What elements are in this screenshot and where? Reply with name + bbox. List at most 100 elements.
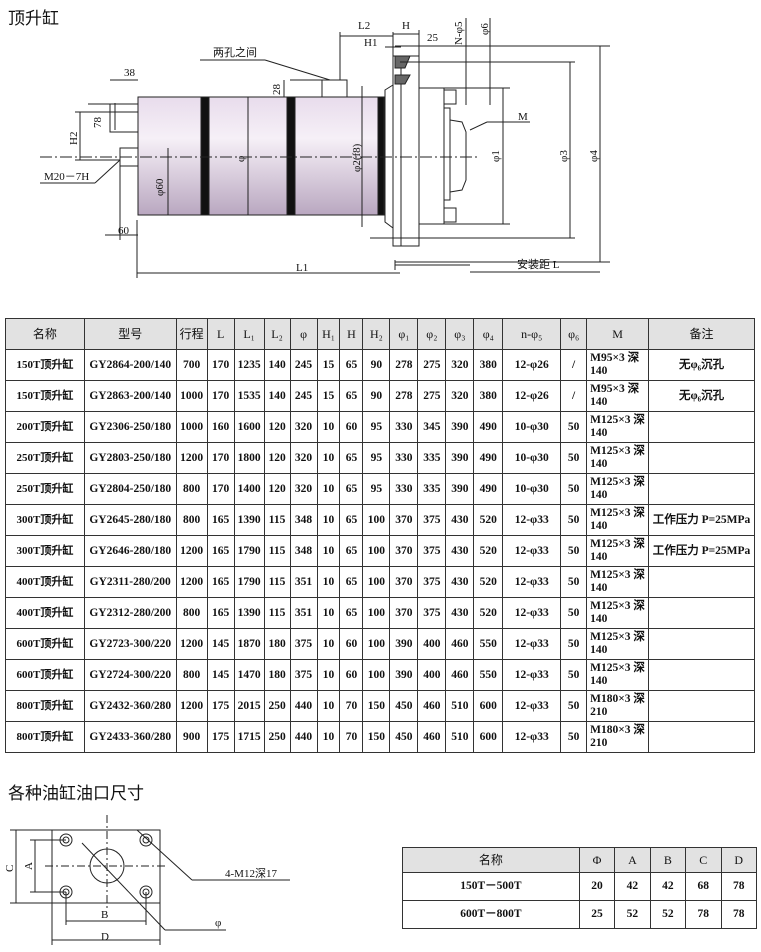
table-cell: 12-φ33 xyxy=(502,504,562,536)
table-cell: 375 xyxy=(289,659,318,691)
table-cell xyxy=(648,721,755,753)
table-cell: 150T－500T xyxy=(402,872,580,901)
table-cell: 1790 xyxy=(233,566,265,598)
table-cell: 50 xyxy=(560,659,588,691)
table-cell: 165 xyxy=(206,597,235,629)
table-cell: M125×3 深140 xyxy=(586,535,650,567)
table-cell: 1535 xyxy=(233,380,265,412)
label-38: 38 xyxy=(124,67,136,79)
table-cell: / xyxy=(560,349,588,381)
table-cell: 800 xyxy=(175,597,208,629)
table-cell: 10 xyxy=(316,690,341,722)
table-cell: 12-φ33 xyxy=(502,535,562,567)
table-cell: 100 xyxy=(362,504,391,536)
table-cell: 800 xyxy=(175,473,208,505)
table-cell: 165 xyxy=(206,504,235,536)
table-cell: 275 xyxy=(417,349,447,381)
table-cell: 100 xyxy=(362,628,391,660)
table-cell: 700 xyxy=(175,349,208,381)
table-cell: 78 xyxy=(685,900,722,929)
column-header: H₁ xyxy=(316,318,341,350)
table-cell: 68 xyxy=(685,872,722,901)
table-cell: 320 xyxy=(445,349,475,381)
label-H1: H1 xyxy=(364,37,377,49)
table-cell: 42 xyxy=(614,872,651,901)
table-cell: 12-φ33 xyxy=(502,690,562,722)
table-cell: 600T顶升缸 xyxy=(5,628,85,660)
table-cell: 320 xyxy=(445,380,475,412)
table-cell: 200T顶升缸 xyxy=(5,411,85,443)
table-cell: 1400 xyxy=(233,473,265,505)
table-cell: 50 xyxy=(560,442,588,474)
table-cell: 78 xyxy=(720,900,758,929)
table-cell: 工作压力 P=25MPa xyxy=(648,535,755,567)
table-cell: 520 xyxy=(473,535,504,567)
table-cell xyxy=(648,597,755,629)
table-cell: GY2645-280/180 xyxy=(83,504,177,536)
table-cell: 1790 xyxy=(233,535,265,567)
table-cell: 50 xyxy=(560,411,588,443)
table-cell: 12-φ33 xyxy=(502,659,562,691)
table-cell: 50 xyxy=(560,628,588,660)
table-cell: 375 xyxy=(417,504,447,536)
table-cell: 600 xyxy=(473,721,504,753)
label-phi: φ xyxy=(235,156,247,162)
table-cell xyxy=(648,690,755,722)
table-cell: 550 xyxy=(473,659,504,691)
table-cell: 345 xyxy=(417,411,447,443)
label-M: M xyxy=(518,111,528,123)
table-cell: 370 xyxy=(389,566,419,598)
table-cell: 1200 xyxy=(175,442,208,474)
table-cell: 300T顶升缸 xyxy=(5,504,85,536)
table-cell: 348 xyxy=(289,535,318,567)
table-cell: 无φ₆沉孔 xyxy=(648,349,755,381)
column-header: 型号 xyxy=(83,318,177,350)
table-cell: 390 xyxy=(445,411,475,443)
table-cell: 1235 xyxy=(233,349,265,381)
table-cell: 12-φ26 xyxy=(502,349,562,381)
label-A: A xyxy=(23,862,35,870)
label-holes: 4-M12深17 xyxy=(225,867,277,880)
table-cell: 520 xyxy=(473,504,504,536)
table-cell: 375 xyxy=(289,628,318,660)
table-cell: 245 xyxy=(289,380,318,412)
table-cell: 250T顶升缸 xyxy=(5,473,85,505)
table-cell: 490 xyxy=(473,411,504,443)
column-header: Φ xyxy=(578,847,616,873)
column-header: n-φ₅ xyxy=(502,318,562,350)
table-cell: GY2433-360/280 xyxy=(83,721,177,753)
table-cell xyxy=(648,411,755,443)
table-cell: 150T顶升缸 xyxy=(5,380,85,412)
table-cell: 430 xyxy=(445,504,475,536)
table-cell: 600T顶升缸 xyxy=(5,659,85,691)
table-cell: GY2724-300/220 xyxy=(83,659,177,691)
table-cell: GY2312-280/200 xyxy=(83,597,177,629)
table-cell: 510 xyxy=(445,721,475,753)
table-cell: 460 xyxy=(417,690,447,722)
table-cell: 15 xyxy=(316,349,341,381)
table-cell: 430 xyxy=(445,597,475,629)
column-header: 备注 xyxy=(648,318,755,350)
label-78: 78 xyxy=(92,117,104,129)
table-cell: 370 xyxy=(389,535,419,567)
table-cell: 175 xyxy=(206,721,235,753)
table-cell: 50 xyxy=(560,473,588,505)
table-cell: 348 xyxy=(289,504,318,536)
table-cell: 1390 xyxy=(233,597,265,629)
table-cell: 10 xyxy=(316,566,341,598)
table-cell: 460 xyxy=(445,628,475,660)
table-cell: 10 xyxy=(316,504,341,536)
table-cell: 375 xyxy=(417,535,447,567)
table-cell: 12-φ26 xyxy=(502,380,562,412)
table-cell: 380 xyxy=(473,380,504,412)
table-cell: 100 xyxy=(362,535,391,567)
column-header: φ₃ xyxy=(445,318,475,350)
table-cell: GY2863-200/140 xyxy=(83,380,177,412)
table-cell: 300T顶升缸 xyxy=(5,535,85,567)
column-header: φ₄ xyxy=(473,318,504,350)
table-cell: M180×3 深210 xyxy=(586,690,650,722)
